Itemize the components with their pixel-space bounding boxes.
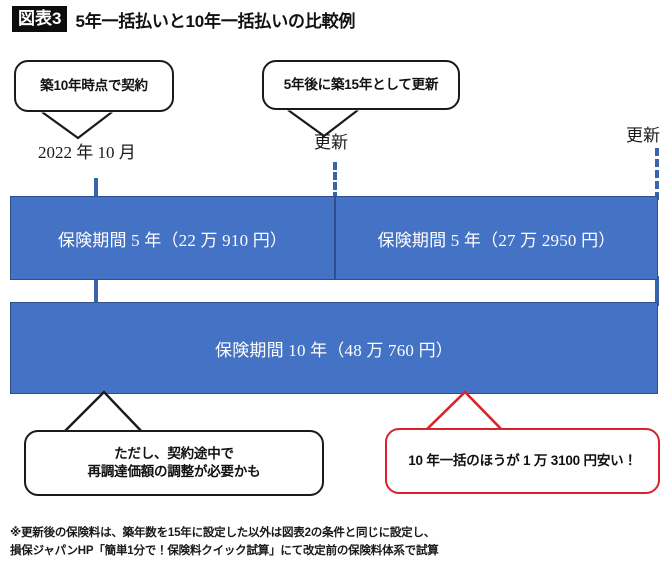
bar-five-year-first: 保険期間 5 年（22 万 910 円） <box>10 196 335 280</box>
callout-bottom-right-text: 10 年一括のほうが 1 万 3100 円安い！ <box>408 452 637 468</box>
footnote-text: ※更新後の保険料は、築年数を15年に設定した以外は図表2の条件と同じに設定し、 … <box>10 527 439 558</box>
tick-renew-mid-dashed <box>333 162 337 200</box>
bar-ten-year: 保険期間 10 年（48 万 760 円） <box>10 302 658 394</box>
callout-bottom-right: 10 年一括のほうが 1 万 3100 円安い！ <box>385 428 660 494</box>
tick-start-mid-solid <box>94 276 98 306</box>
bar-five-year-second-label: 保険期間 5 年（27 万 2950 円） <box>377 230 616 250</box>
callout-top-left-text: 築10年時点で契約 <box>40 77 148 93</box>
figure-header: 図表3 5年一括払いと10年一括払いの比較例 <box>12 6 355 32</box>
figure-number-badge: 図表3 <box>12 6 68 32</box>
callout-top-left: 築10年時点で契約 <box>14 60 174 112</box>
callout-top-right: 5年後に築15年として更新 <box>262 60 460 110</box>
callout-bottom-left: ただし、契約途中で 再調達価額の調整が必要かも <box>24 430 324 496</box>
page-title: 5年一括払いと10年一括払いの比較例 <box>75 11 356 31</box>
callout-top-left-tail <box>41 109 113 140</box>
callout-bottom-left-text: ただし、契約途中で 再調達価額の調整が必要かも <box>87 445 261 479</box>
label-start-date: 2022 年 10 月 <box>38 143 136 162</box>
tick-renew-end-mid-solid <box>655 276 659 306</box>
bar-ten-year-label: 保険期間 10 年（48 万 760 円） <box>215 340 453 360</box>
tick-renew-end-dashed <box>655 148 659 200</box>
bar-five-year-second: 保険期間 5 年（27 万 2950 円） <box>335 196 658 280</box>
callout-top-right-text: 5年後に築15年として更新 <box>283 76 439 92</box>
label-renew-end: 更新 <box>626 126 660 145</box>
tick-start-solid <box>94 178 98 200</box>
label-renew-mid: 更新 <box>314 133 348 152</box>
bar-five-year-first-label: 保険期間 5 年（22 万 910 円） <box>57 230 288 250</box>
